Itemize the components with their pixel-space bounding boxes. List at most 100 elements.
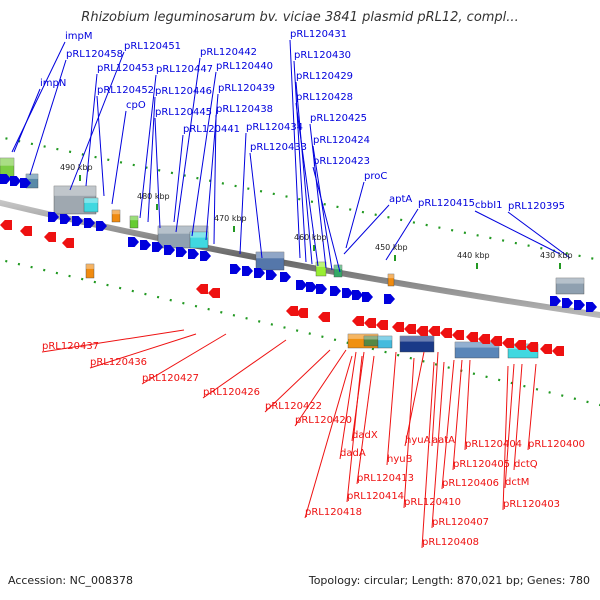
forward-gene-arrow — [230, 264, 241, 274]
reverse-gene-label-leader — [404, 351, 425, 447]
reverse-gene-label-leader — [403, 357, 415, 509]
feature-block-highlight — [400, 336, 434, 342]
reverse-gene-label: pRL120404 — [465, 439, 522, 450]
reverse-gene-label: dadX — [352, 430, 378, 441]
feature-block — [129, 215, 139, 229]
scale-label: 440 kbp — [457, 251, 490, 260]
forward-gene-label-leader — [289, 39, 301, 259]
forward-gene-label: pRL120452 — [97, 85, 154, 96]
forward-gene-label-leader — [11, 41, 66, 153]
forward-gene-label-leader — [139, 74, 157, 219]
forward-gene-label: pRL120441 — [183, 124, 240, 135]
forward-gene-label-leader — [213, 114, 217, 245]
forward-gene-label-leader — [69, 51, 125, 191]
forward-gene-arrow — [280, 272, 291, 282]
reverse-gene-label: pRL120405 — [453, 459, 510, 470]
reverse-gene-arrow — [502, 338, 514, 348]
feature-block-highlight — [378, 336, 392, 341]
feature-block-highlight — [556, 278, 584, 284]
forward-gene-label: aptA — [389, 194, 412, 205]
feature-block-highlight — [112, 210, 120, 215]
feature-block-highlight — [455, 342, 499, 348]
forward-gene-label-leader — [13, 88, 41, 153]
reverse-gene-label-leader — [513, 363, 523, 471]
forward-gene-label: pRL120458 — [66, 49, 123, 60]
reverse-gene-label: dctQ — [514, 459, 538, 470]
scale-label: 450 kbp — [375, 243, 408, 252]
forward-gene-label-leader — [385, 208, 419, 261]
feature-block — [111, 209, 121, 223]
forward-gene-label: pRL120440 — [216, 61, 273, 72]
feature-block-highlight — [364, 336, 378, 340]
feature-block-highlight — [0, 158, 14, 166]
feature-block-highlight — [256, 252, 284, 259]
forward-gene-label-leader — [249, 152, 263, 259]
feature-block-highlight — [190, 232, 208, 238]
reverse-gene-label: pRL120437 — [42, 341, 99, 352]
reverse-gene-label: hyuB — [387, 454, 413, 465]
forward-gene-arrow — [10, 176, 21, 186]
forward-gene-label: pRL120438 — [216, 104, 273, 115]
reverse-gene-arrow — [428, 326, 440, 336]
reverse-gene-label: pRL120408 — [422, 537, 479, 548]
forward-gene-label: pRL120445 — [155, 107, 212, 118]
forward-gene-arrow — [96, 221, 107, 231]
feature-block — [189, 231, 209, 249]
reverse-gene-arrow — [376, 320, 388, 330]
forward-gene-label: pRL120423 — [313, 156, 370, 167]
feature-block-highlight — [388, 274, 394, 279]
reverse-gene-arrow — [452, 330, 464, 340]
reverse-gene-label-leader — [431, 351, 439, 447]
forward-gene-label-leader — [293, 60, 307, 263]
reverse-gene-arrow — [20, 226, 32, 236]
reverse-gene-arrow — [404, 324, 416, 334]
reverse-gene-arrow — [514, 340, 526, 350]
reverse-gene-label-leader — [527, 363, 537, 451]
map-title: Rhizobium leguminosarum bv. viciae 3841 … — [81, 10, 519, 25]
forward-gene-label: pRL120433 — [250, 142, 307, 153]
reverse-gene-arrow — [196, 284, 208, 294]
forward-gene-label: pRL120429 — [296, 71, 353, 82]
scale-label: 470 kbp — [214, 214, 247, 223]
feature-block — [85, 263, 95, 279]
outer-dotted-ring — [0, 136, 600, 262]
forward-gene-label: pRL120425 — [310, 113, 367, 124]
reverse-gene-arrow — [526, 342, 538, 352]
feature-block — [83, 197, 99, 213]
reverse-gene-label-leader — [202, 339, 287, 399]
feature-block — [555, 277, 585, 295]
forward-gene-arrow — [48, 212, 59, 222]
forward-gene-label: pRL120442 — [200, 47, 257, 58]
reverse-gene-label: pRL120403 — [503, 499, 560, 510]
reverse-gene-arrow — [0, 220, 12, 230]
feature-block-highlight — [84, 198, 98, 203]
forward-gene-label: pRL120431 — [290, 29, 347, 40]
forward-gene-label-leader — [345, 181, 365, 249]
feature-block — [387, 273, 395, 287]
reverse-gene-label-leader — [502, 365, 509, 511]
reverse-gene-label-leader — [304, 355, 353, 519]
forward-gene-label: pRL120447 — [156, 64, 213, 75]
reverse-gene-label-leader — [431, 361, 445, 529]
reverse-gene-label: hyuA — [405, 435, 431, 446]
forward-gene-label: impN — [40, 78, 66, 89]
forward-gene-label-leader — [312, 145, 333, 271]
reverse-gene-label-leader — [441, 359, 455, 490]
forward-gene-arrow — [384, 294, 395, 304]
reverse-gene-label-leader — [504, 363, 515, 489]
forward-gene-label-leader — [312, 166, 341, 273]
forward-gene-label: pRL120395 — [508, 201, 565, 212]
forward-gene-arrow — [72, 216, 83, 226]
forward-gene-label-leader — [343, 204, 390, 255]
forward-gene-label: pRL120446 — [155, 86, 212, 97]
reverse-gene-label: pRL120427 — [142, 373, 199, 384]
forward-gene-label: pRL120424 — [313, 135, 370, 146]
reverse-gene-label-leader — [464, 359, 471, 451]
forward-gene-arrow — [562, 298, 573, 308]
reverse-gene-label: pRL120420 — [295, 415, 352, 426]
reverse-gene-arrow — [478, 334, 490, 344]
reverse-gene-arrow — [540, 344, 552, 354]
reverse-gene-arrow — [416, 326, 428, 336]
reverse-gene-label: pRL120406 — [442, 478, 499, 489]
forward-gene-label: pRL120415 — [418, 198, 475, 209]
